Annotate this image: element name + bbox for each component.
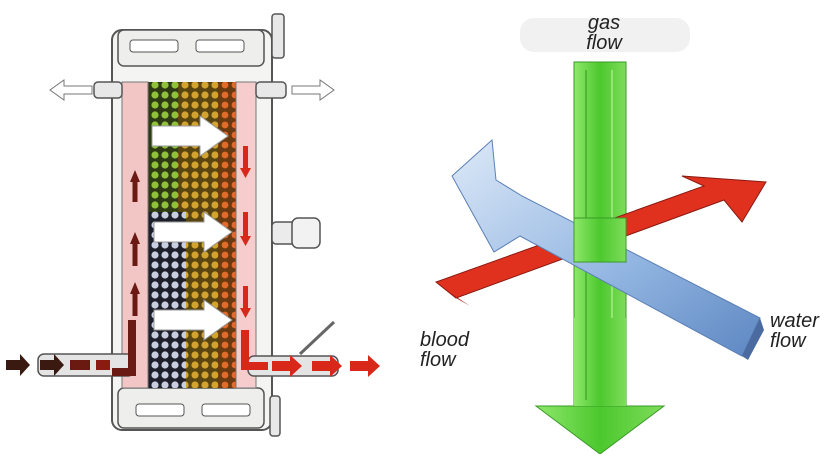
blood-upflow-arrows	[130, 170, 140, 316]
water-flow-label-line2: flow	[770, 330, 806, 352]
water-fitting	[271, 217, 321, 249]
water-flow-label: water flow	[770, 311, 819, 351]
blood-flow-label-line2: flow	[420, 349, 456, 371]
blood-flow-label-line1: blood	[420, 329, 469, 351]
crossflow-diagram	[434, 18, 767, 455]
blood-flow-label: blood flow	[420, 330, 469, 370]
gas-flow-label-line1: gas	[587, 12, 621, 34]
blood-outlet-arrows	[272, 355, 380, 377]
blood-downflow-arrows	[240, 146, 251, 318]
gas-crossflow-arrows	[151, 115, 233, 341]
water-flow-label-line1: water	[770, 310, 819, 332]
gas-flow-label: gas flow	[580, 13, 628, 53]
oxygenator-cross-section-icon	[6, 13, 380, 437]
gas-flow-label-line2: flow	[586, 32, 622, 54]
blood-inlet-arrows	[6, 354, 110, 376]
gas-outlet-arrows	[49, 79, 335, 101]
